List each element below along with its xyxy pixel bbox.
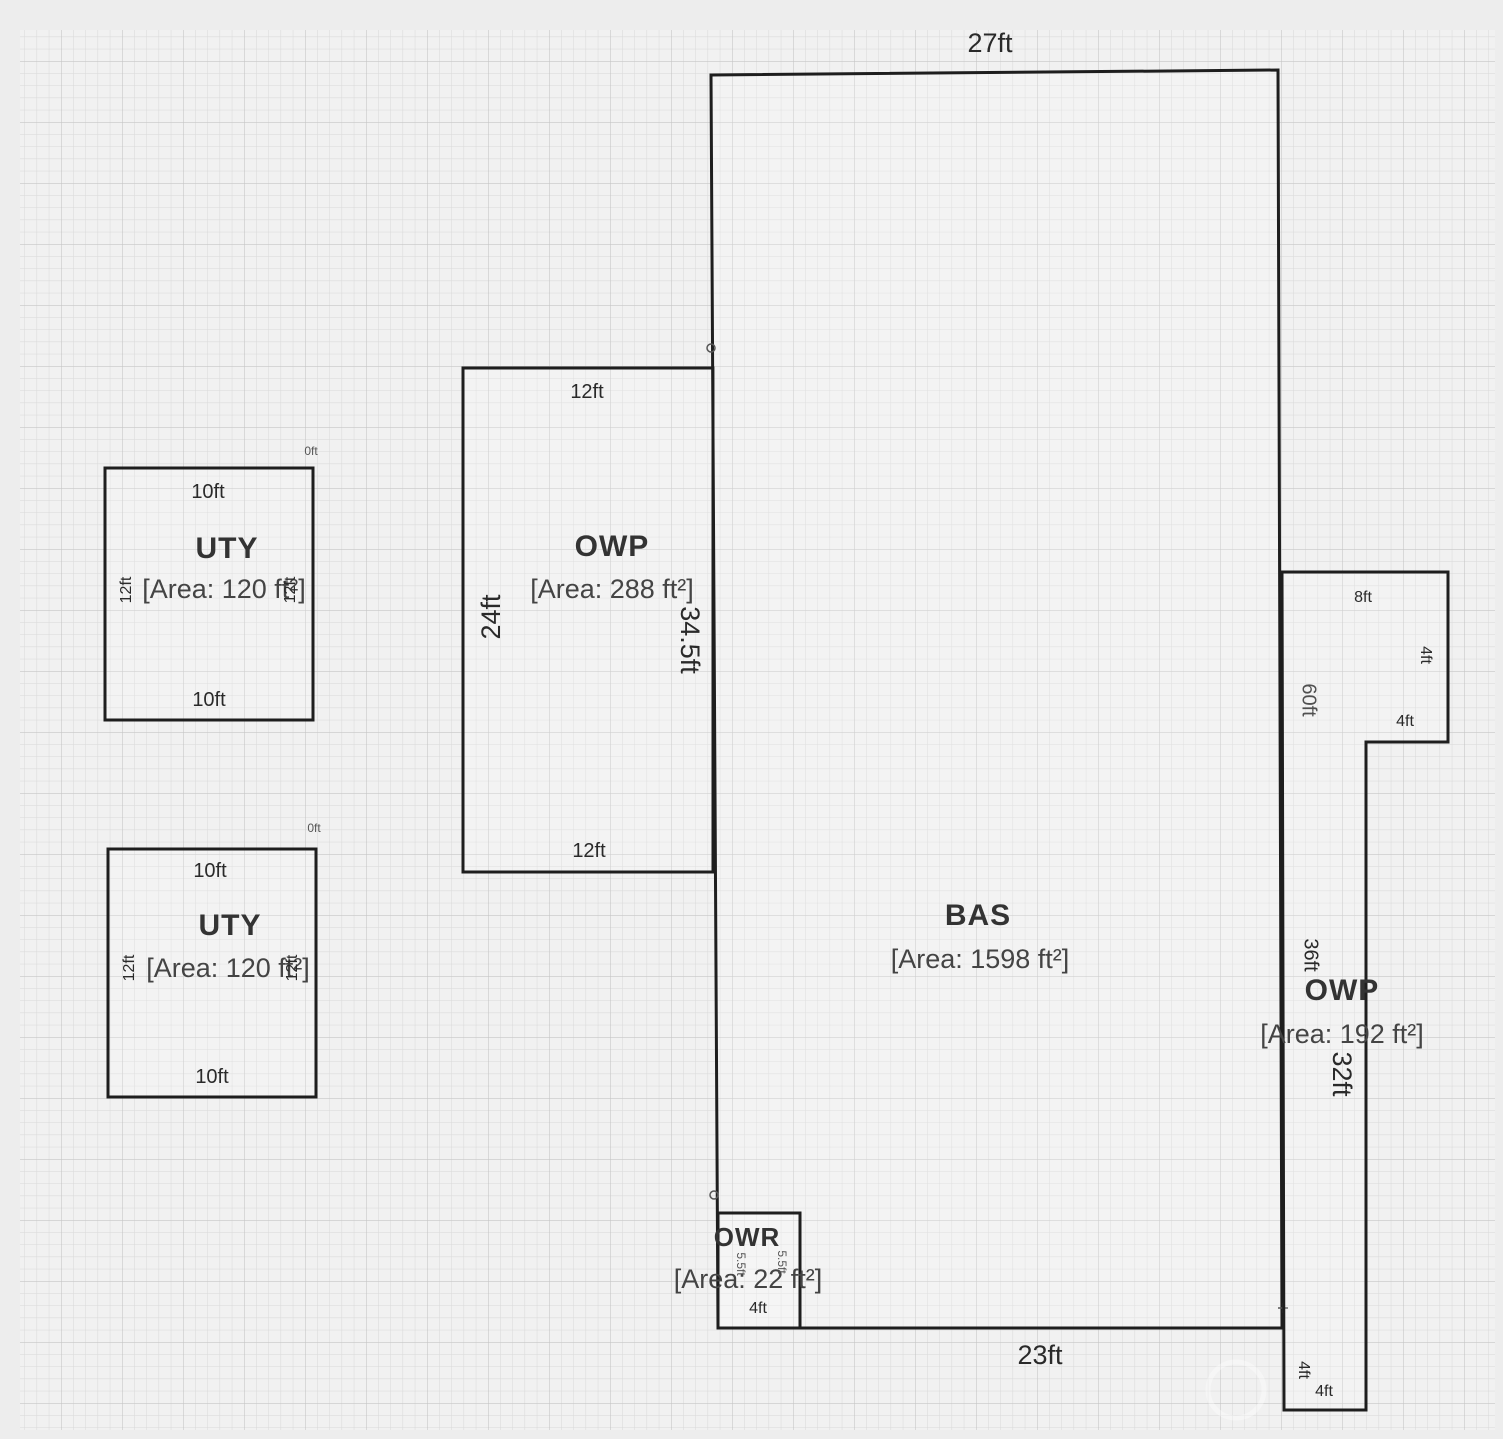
room-owp-left[interactable]: 12ft OWP [Area: 288 ft²] 24ft 34.5ft 12f… (461, 366, 715, 874)
bas-vertex-marker-lower (709, 1190, 719, 1200)
owp-right-code: OWP (1305, 974, 1380, 1007)
room-bas[interactable]: 27ft BAS [Area: 1598 ft²] 23ft 60ft (706, 28, 1320, 1370)
owr-dim-left: 5.5ft (734, 1252, 748, 1276)
uty-bottom-dim-corner: 0ft (307, 821, 321, 835)
owp-left-dim-top: 12ft (570, 381, 604, 403)
room-owp-right[interactable]: 8ft 4ft 4ft 36ft OWP [Area: 192 ft²] 32f… (1260, 570, 1450, 1412)
bas-dim-bottom: 23ft (1017, 1340, 1063, 1370)
owp-right-dim-top: 8ft (1354, 589, 1372, 606)
uty-top-outline (103, 466, 315, 722)
uty-top-code: UTY (196, 532, 259, 565)
uty-top-dim-corner: 0ft (304, 444, 318, 458)
uty-bottom-dim-right: 12ft (284, 954, 301, 981)
uty-bottom-outline (106, 847, 318, 1099)
uty-bottom-area: [Area: 120 ft²] (146, 953, 310, 983)
uty-top-dim-right: 12ft (282, 576, 299, 603)
bas-outline (709, 68, 1284, 1330)
owp-right-outline (1280, 570, 1450, 1412)
uty-bottom-dim-top: 10ft (193, 860, 227, 882)
owr-code: OWR (714, 1222, 781, 1252)
watermark-logo (1205, 1359, 1267, 1421)
owr-area: [Area: 22 ft²] (674, 1264, 823, 1294)
room-uty-bottom[interactable]: 10ft UTY [Area: 120 ft²] 10ft 12ft 12ft … (106, 821, 321, 1099)
room-owr[interactable]: OWR [Area: 22 ft²] 5.5ft 5.5ft 4ft (674, 1211, 823, 1330)
owp-right-dim-left: 36ft (1300, 938, 1322, 972)
uty-top-dim-left: 12ft (118, 576, 135, 603)
uty-top-dim-bottom: 10ft (192, 689, 226, 711)
bas-code: BAS (945, 899, 1011, 932)
owp-left-dim-right: 34.5ft (675, 606, 705, 674)
grid-lines (20, 30, 1495, 1430)
owp-right-area: [Area: 192 ft²] (1260, 1019, 1424, 1049)
owp-right-dim-inner: 32ft (1327, 1051, 1357, 1097)
owp-left-code: OWP (575, 530, 650, 563)
uty-bottom-dim-left: 12ft (121, 954, 138, 981)
owr-outline (716, 1211, 802, 1330)
bas-area: [Area: 1598 ft²] (891, 944, 1070, 974)
owp-right-dim-bottom-side: 4ft (1295, 1361, 1312, 1379)
bas-dim-right: 60ft (1298, 683, 1320, 717)
owp-left-outline (461, 366, 715, 874)
owp-left-dim-bottom: 12ft (572, 840, 606, 862)
owp-right-dim-bottom: 4ft (1315, 1383, 1333, 1400)
owp-right-dim-right: 4ft (1417, 646, 1434, 664)
owp-left-area: [Area: 288 ft²] (530, 574, 694, 604)
room-uty-top[interactable]: 10ft UTY [Area: 120 ft²] 10ft 12ft 12ft … (103, 444, 318, 722)
owp-left-dim-left: 24ft (476, 594, 506, 640)
bas-vertex-marker-upper (706, 343, 716, 353)
uty-bottom-code: UTY (199, 909, 262, 942)
uty-bottom-dim-bottom: 10ft (195, 1066, 229, 1088)
owr-dim-right: 5.5ft (775, 1250, 789, 1274)
uty-top-area: [Area: 120 ft²] (142, 574, 306, 604)
owp-right-dim-notch: 4ft (1396, 713, 1414, 730)
owr-dim-bottom: 4ft (749, 1300, 767, 1317)
uty-top-dim-top: 10ft (191, 481, 225, 503)
bas-dim-top: 27ft (967, 28, 1013, 58)
